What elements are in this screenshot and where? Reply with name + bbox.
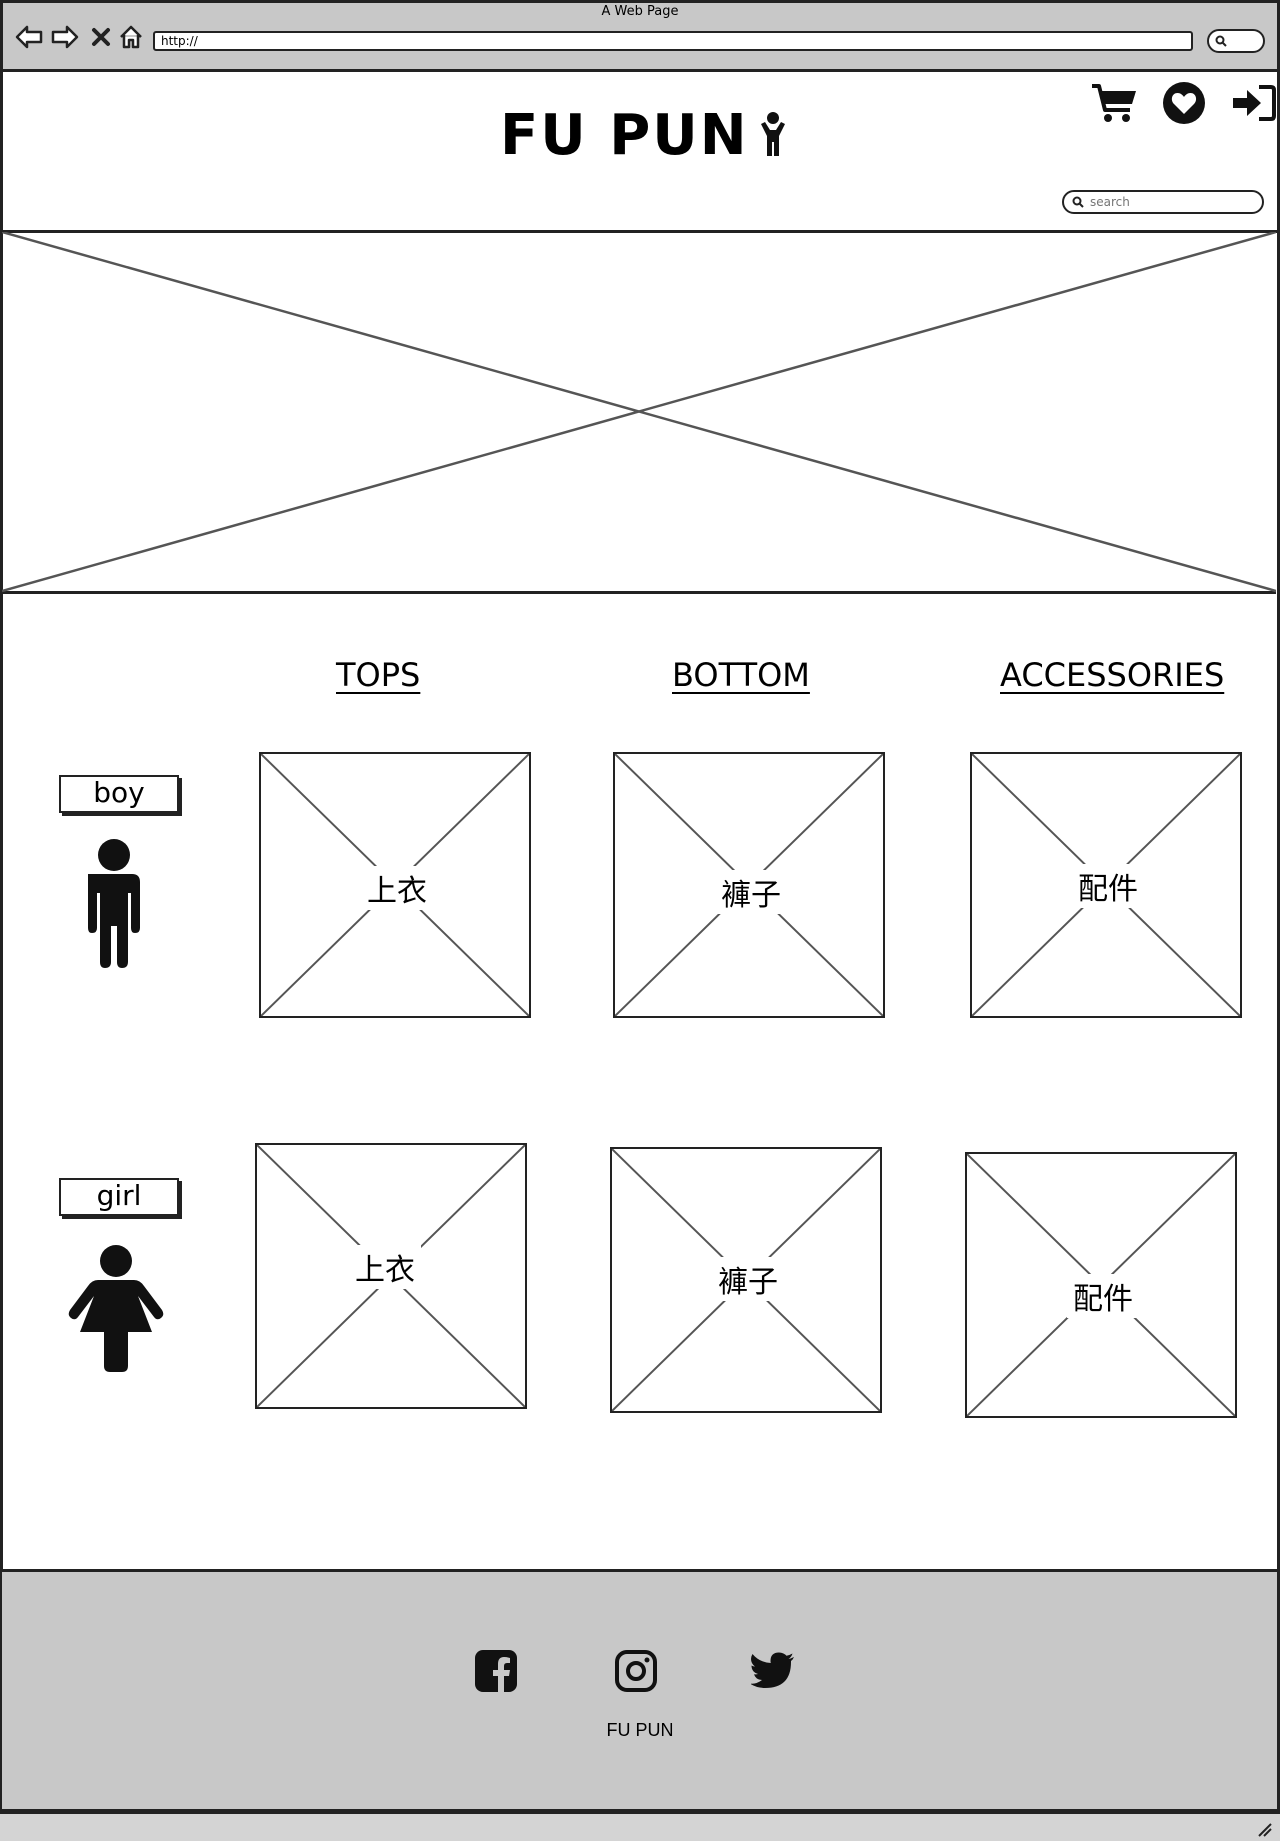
home-icon[interactable] <box>116 22 146 52</box>
category-link-bottom[interactable]: BOTTOM <box>672 656 810 694</box>
back-icon[interactable] <box>14 22 44 52</box>
browser-search-field[interactable] <box>1207 29 1265 53</box>
site-logo[interactable]: FU PUN <box>500 102 789 168</box>
facebook-icon[interactable] <box>473 1648 519 1694</box>
logo-text: FU PUN <box>500 102 749 168</box>
category-link-tops[interactable]: TOPS <box>336 656 421 694</box>
tile-label: 上衣 <box>361 866 433 910</box>
tile-label: 配件 <box>1072 864 1144 908</box>
address-bar[interactable]: http:// <box>153 31 1193 51</box>
forward-icon[interactable] <box>50 22 80 52</box>
window-title: A Web Page <box>601 4 679 19</box>
footer-brand: FU PUN <box>606 1720 674 1740</box>
boy-accessories-tile[interactable]: 配件 <box>970 752 1242 1018</box>
girl-bottom-tile[interactable]: 褲子 <box>610 1147 882 1413</box>
header-divider <box>0 230 1280 233</box>
boy-bottom-tile[interactable]: 褲子 <box>613 752 885 1018</box>
browser-status-bar <box>0 1812 1280 1841</box>
child-icon <box>760 112 785 156</box>
site-search[interactable] <box>1062 190 1264 214</box>
stop-icon[interactable] <box>86 22 116 52</box>
sign-in-icon[interactable] <box>1228 80 1280 126</box>
girl-icon <box>68 1244 164 1372</box>
boy-button[interactable]: boy <box>59 775 179 813</box>
search-icon <box>1215 35 1227 47</box>
girl-button[interactable]: girl <box>59 1178 179 1216</box>
boy-tops-tile[interactable]: 上衣 <box>259 752 531 1018</box>
search-input[interactable] <box>1088 194 1252 210</box>
search-icon <box>1072 196 1084 208</box>
cart-icon[interactable] <box>1088 80 1140 126</box>
girl-accessories-tile[interactable]: 配件 <box>965 1152 1237 1418</box>
twitter-icon[interactable] <box>750 1648 796 1694</box>
girl-tops-tile[interactable]: 上衣 <box>255 1143 527 1409</box>
tile-label: 上衣 <box>349 1245 421 1289</box>
favorite-heart-icon[interactable] <box>1158 80 1210 126</box>
resize-grip-icon[interactable] <box>1256 1821 1272 1837</box>
category-link-accessories[interactable]: ACCESSORIES <box>1000 656 1225 694</box>
boy-icon <box>76 838 152 968</box>
tile-label: 配件 <box>1067 1274 1139 1318</box>
tile-label: 褲子 <box>712 1257 784 1301</box>
hero-image-placeholder <box>2 232 1276 594</box>
tile-label: 褲子 <box>715 870 787 914</box>
instagram-icon[interactable] <box>613 1648 659 1694</box>
